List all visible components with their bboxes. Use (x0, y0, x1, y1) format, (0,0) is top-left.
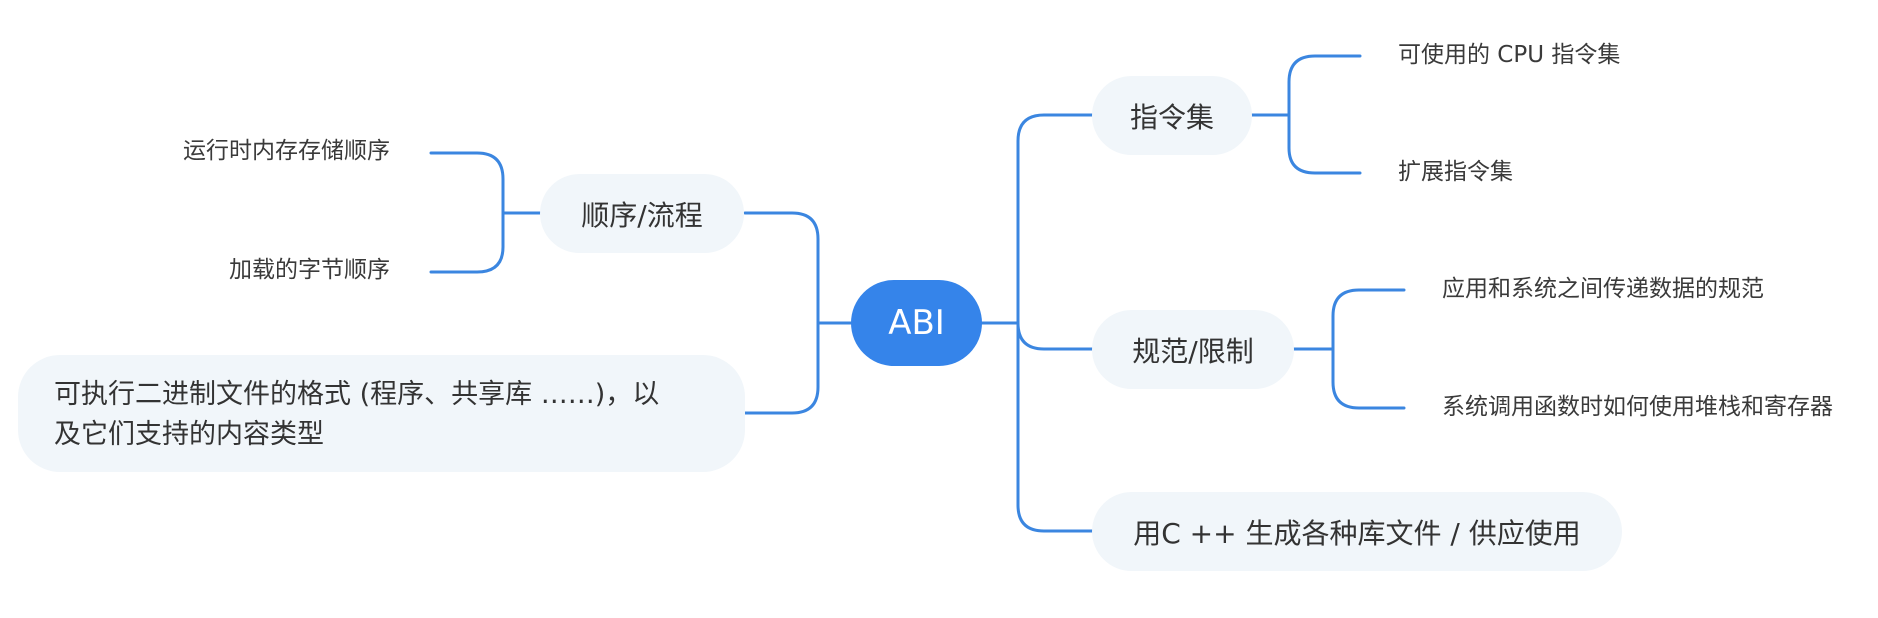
leaf-load-byte-order[interactable]: 加载的字节顺序 (229, 257, 390, 283)
branch-cpp-libraries[interactable]: 用C ++ 生成各种库文件 / 供应使用 (1092, 492, 1622, 571)
leaf-extended-instruction-set[interactable]: 扩展指令集 (1398, 159, 1513, 185)
connector-to-extended-isa (1287, 113, 1362, 175)
connector-to-cpu-isa (1287, 54, 1362, 117)
connector-to-byte-order (429, 211, 505, 274)
connector-to-format (743, 321, 820, 415)
connector-to-cpp (1016, 321, 1094, 533)
branch-order-flow[interactable]: 顺序/流程 (540, 174, 744, 253)
branch-instruction-set[interactable]: 指令集 (1092, 76, 1252, 155)
connector-to-data-spec (1331, 288, 1406, 351)
branch-binary-format[interactable]: 可执行二进制文件的格式 (程序、共享库 ……)，以 及它们支持的内容类型 (18, 355, 745, 472)
leaf-runtime-memory-order[interactable]: 运行时内存存储顺序 (183, 138, 390, 164)
leaf-cpu-instruction-set[interactable]: 可使用的 CPU 指令集 (1398, 42, 1621, 68)
leaf-syscall-stack-registers[interactable]: 系统调用函数时如何使用堆栈和寄存器 (1442, 394, 1833, 420)
connector-to-runtime-memory (429, 151, 505, 215)
leaf-data-passing-spec[interactable]: 应用和系统之间传递数据的规范 (1442, 276, 1764, 302)
branch-spec-limits[interactable]: 规范/限制 (1092, 310, 1294, 389)
binary-format-line-1: 可执行二进制文件的格式 (程序、共享库 ……)，以 (54, 379, 660, 410)
connector-to-spec (1016, 321, 1094, 351)
connector-to-order-flow (743, 211, 820, 325)
connector-to-instruction-set (1016, 113, 1094, 325)
connector-to-syscall-stack (1331, 347, 1406, 410)
binary-format-line-2: 及它们支持的内容类型 (54, 419, 324, 450)
root-node-abi[interactable]: ABI (851, 280, 982, 366)
